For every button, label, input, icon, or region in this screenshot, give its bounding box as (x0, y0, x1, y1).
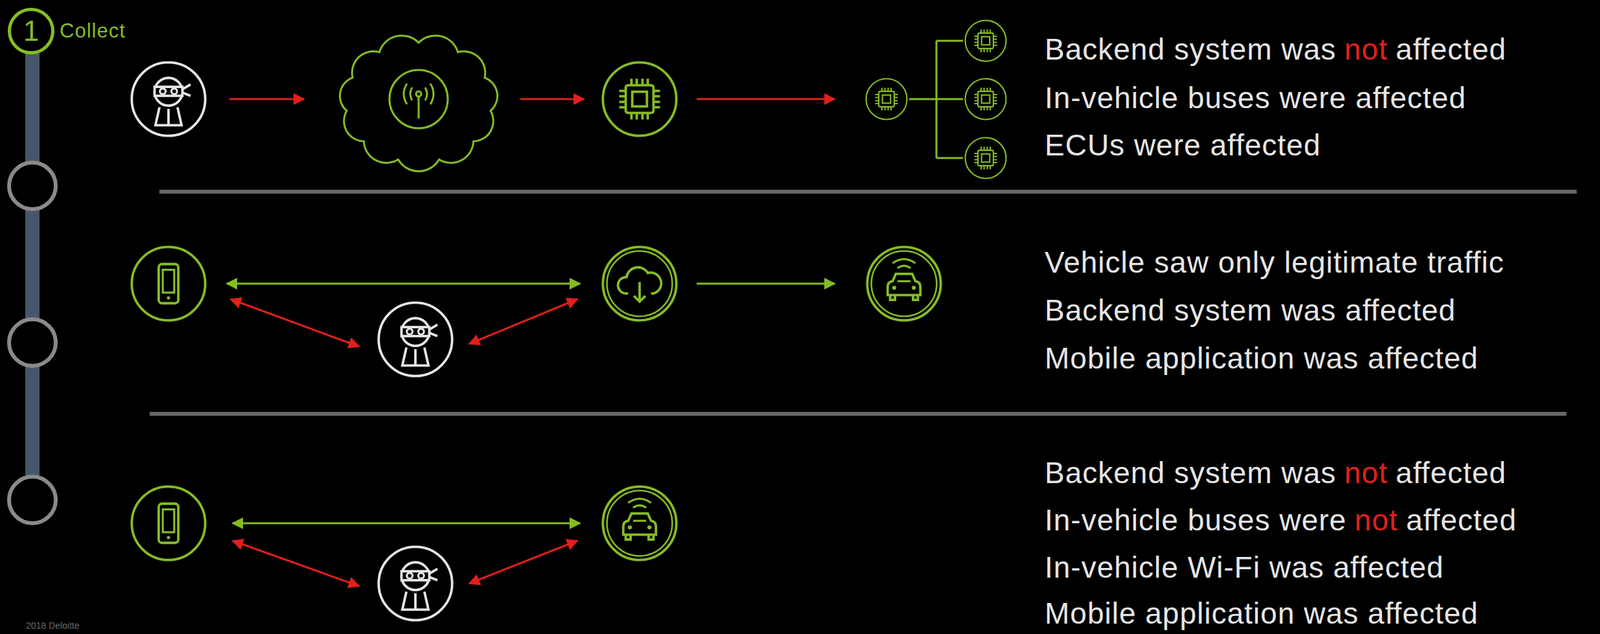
statement-text: affected (1395, 456, 1507, 490)
statement-text: Backend system was (1044, 456, 1337, 490)
statement-text: In-vehicle Wi-Fi was affected (1044, 551, 1444, 584)
statement-text: In-vehicle buses were (1044, 504, 1347, 537)
timeline-step: 1Collect (7, 7, 126, 55)
statement-line: Backend system wasnotaffected (1044, 456, 1507, 490)
statement-text: affected (1395, 33, 1507, 66)
step-number: 1 (7, 7, 55, 55)
statement-text: Backend system was (1044, 33, 1337, 66)
statement-line: Backend system wasnotaffected (1044, 33, 1507, 66)
statement-text: Backend system was affected (1044, 294, 1457, 327)
statement-text: affected (1406, 504, 1518, 537)
step-title: Collect (59, 19, 126, 43)
statement-line: Vehicle saw only legitimate traffic (1044, 246, 1505, 279)
statement-line: Backend system was affected (1044, 294, 1457, 327)
statement-line: Mobile application was affected (1044, 342, 1479, 375)
statement-line: In-vehicle buses were affected (1044, 81, 1467, 115)
statement-line: ECUs were affected (1044, 128, 1321, 162)
statement-line: In-vehicle buses werenotaffected (1044, 504, 1518, 537)
statement-text: Mobile application was affected (1044, 342, 1479, 375)
statement-text: Mobile application was affected (1044, 597, 1479, 630)
emphasis-word: not (1354, 504, 1398, 537)
emphasis-word: not (1344, 456, 1388, 490)
statement-text: In-vehicle buses were affected (1044, 81, 1467, 115)
statement-line: In-vehicle Wi-Fi was affected (1044, 551, 1444, 584)
emphasis-word: not (1344, 33, 1388, 66)
statement-text: Vehicle saw only legitimate traffic (1044, 246, 1505, 279)
statement-line: Mobile application was affected (1044, 597, 1479, 630)
copyright-note: 2018 Deloitte (25, 620, 80, 632)
statement-text: ECUs were affected (1044, 128, 1321, 162)
